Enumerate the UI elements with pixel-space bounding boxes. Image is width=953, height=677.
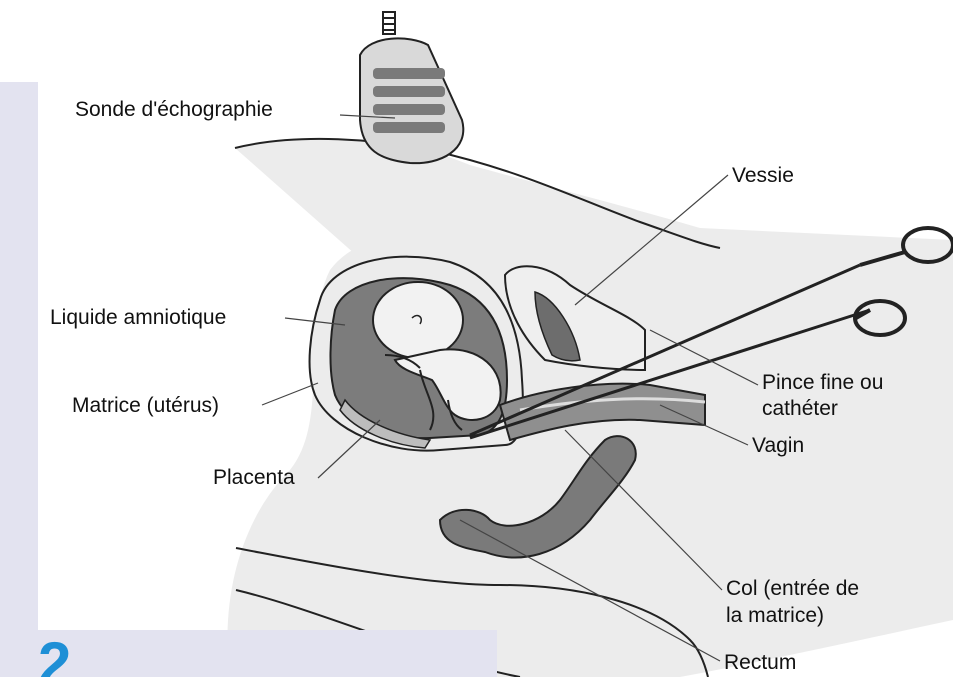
label-rectum: Rectum bbox=[724, 650, 796, 676]
ultrasound-probe bbox=[360, 12, 463, 163]
label-cervix-1: Col (entrée de bbox=[726, 576, 859, 602]
label-amniotic-fluid: Liquide amniotique bbox=[50, 305, 226, 331]
label-vagina: Vagin bbox=[752, 433, 804, 459]
label-forceps-1: Pince fine ou bbox=[762, 370, 883, 396]
label-forceps-2: cathéter bbox=[762, 396, 838, 422]
label-cervix-2: la matrice) bbox=[726, 603, 824, 629]
label-bladder: Vessie bbox=[732, 163, 794, 189]
label-probe: Sonde d'échographie bbox=[75, 97, 273, 123]
label-placenta: Placenta bbox=[213, 465, 295, 491]
label-uterus: Matrice (utérus) bbox=[72, 393, 219, 419]
section-number-panel: 2 bbox=[0, 630, 497, 677]
section-number: 2 bbox=[38, 634, 71, 677]
